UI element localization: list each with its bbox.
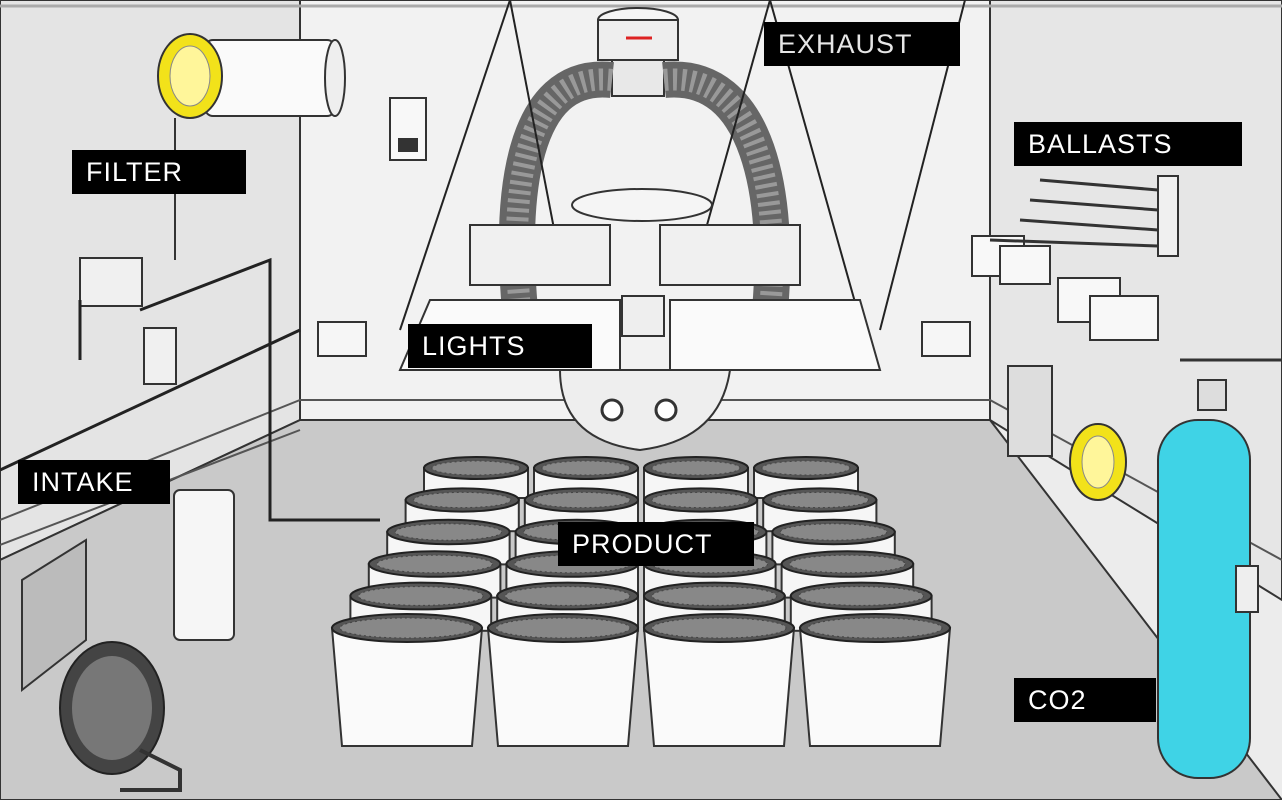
- ballasts-icon: [971, 175, 1179, 341]
- bucket: [330, 613, 484, 747]
- filter-label: FILTER: [72, 150, 246, 194]
- product-label: PRODUCT: [558, 522, 754, 566]
- bucket: [367, 550, 502, 599]
- wall-devices: [0, 97, 971, 522]
- intake-vent-icon: [21, 489, 235, 792]
- intake-label: INTAKE: [18, 460, 170, 504]
- lights-label: LIGHTS: [408, 324, 592, 368]
- grow-lights-icon: [398, 188, 882, 452]
- bucket: [642, 613, 796, 747]
- co2-label: CO2: [1014, 678, 1156, 722]
- intake-fan-icon: [1007, 365, 1127, 501]
- bucket: [798, 613, 952, 747]
- ballasts-label: BALLASTS: [1014, 122, 1242, 166]
- co2-tank-icon: [1157, 358, 1282, 779]
- bucket: [486, 613, 640, 747]
- exhaust-label: EXHAUST: [764, 22, 960, 66]
- bucket: [771, 518, 896, 566]
- bucket: [643, 487, 759, 533]
- carbon-filter-icon: [157, 33, 346, 260]
